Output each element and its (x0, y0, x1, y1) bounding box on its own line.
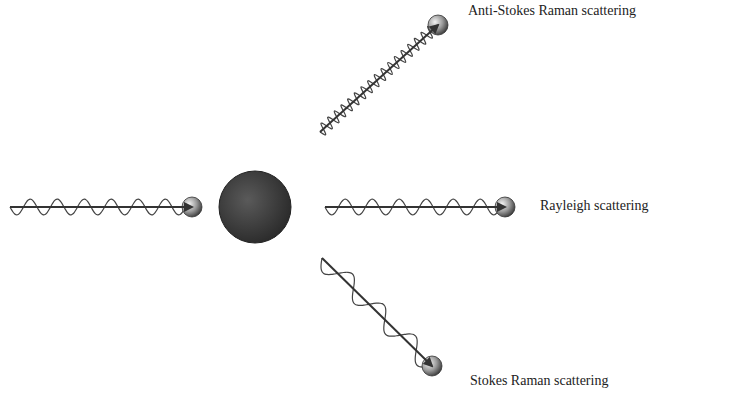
wave (320, 20, 439, 135)
molecule (219, 171, 291, 243)
incident-photon (10, 197, 202, 217)
scattering-label: Rayleigh scattering (540, 198, 648, 215)
propagation-arrow (320, 25, 438, 132)
scattering-label: Stokes Raman scattering (470, 373, 608, 390)
stokes-photon (321, 258, 442, 376)
propagation-arrow (322, 258, 432, 366)
scattering-label: Anti-Stokes Raman scattering (468, 3, 636, 20)
wave (325, 199, 505, 215)
rayleigh-photon (325, 197, 515, 217)
anti-stokes-photon (320, 15, 448, 135)
wave (10, 199, 192, 215)
wave (321, 258, 432, 367)
propagation-arrow (10, 206, 192, 208)
propagation-arrow (325, 206, 505, 208)
